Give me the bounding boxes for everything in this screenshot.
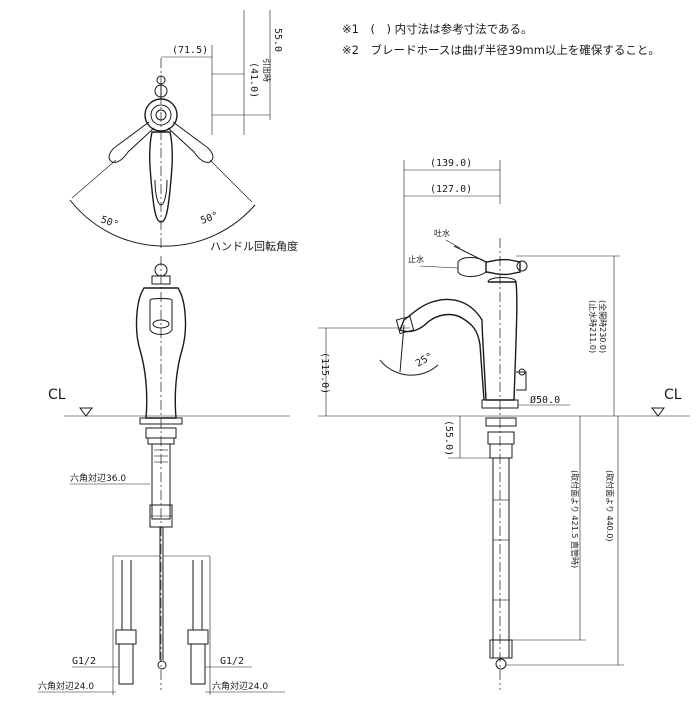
right-cl-mark: CL xyxy=(318,387,690,417)
side-pop-knob xyxy=(518,368,526,376)
side-body-top xyxy=(487,277,517,283)
body-base xyxy=(139,417,183,425)
angle-right-label: 50° xyxy=(199,210,220,227)
side-hose xyxy=(492,457,510,659)
lever-detail xyxy=(154,179,168,206)
right-cl-label: CL xyxy=(664,387,682,403)
label-shisui: 止水 xyxy=(408,254,424,264)
hex-left-label: 六角対辺24.0 xyxy=(38,680,94,692)
side-hose-end xyxy=(495,658,507,670)
left-top-view: 50° 50° ハンドル回転角度 (71.5) (41.0) 55.0 引出時 xyxy=(69,10,298,253)
handle-ring-inner xyxy=(150,104,172,126)
g-right-label: G1/2 xyxy=(220,656,244,667)
dim-top-label: 55.0 xyxy=(272,28,283,52)
side-pop-lever xyxy=(516,371,527,391)
fitting-left xyxy=(118,643,134,685)
side-handle-knob xyxy=(516,260,528,272)
left-cl-label: CL xyxy=(48,387,66,403)
label-toshui: 吐水 xyxy=(434,228,450,238)
fitting-right xyxy=(190,643,206,685)
side-base xyxy=(481,399,519,409)
dim-55-label: (55.0) xyxy=(443,420,454,456)
angle-25-label: 25° xyxy=(414,351,435,370)
right-cl-triangle xyxy=(651,407,665,417)
spout-tip xyxy=(395,315,415,335)
side-mount-plate xyxy=(485,417,517,427)
side-handle-lever xyxy=(457,257,487,277)
dim-4215-label: (取付面より 421.5 直管時) xyxy=(570,470,580,568)
dim-440-label: (取付面より 440.0) xyxy=(605,470,615,542)
dim-127-label: (127.0) xyxy=(430,184,472,195)
angle-arc xyxy=(379,359,439,376)
side-body xyxy=(399,281,518,401)
dim-50-label: Ø50.0 xyxy=(530,394,560,406)
side-handle-rotated xyxy=(453,245,487,263)
rotation-arc xyxy=(69,199,256,247)
shisui-leader xyxy=(419,265,459,269)
dim-115-label: (115.0) xyxy=(319,352,330,394)
shank xyxy=(151,443,171,520)
left-cl-triangle xyxy=(79,407,93,417)
dim-height-label: (41.0) xyxy=(248,62,259,98)
dim-139-label: (139.0) xyxy=(430,158,472,169)
note-2: ※2 ブレードホースは曲げ半径39mm以上を確保すること。 xyxy=(342,43,660,57)
rotation-caption: ハンドル回転角度 xyxy=(210,239,298,253)
dim-offset-label: (71.5) xyxy=(172,45,208,56)
side-mount-nut xyxy=(487,431,515,445)
hex-main-label: 六角対辺36.0 xyxy=(70,472,126,484)
side-hose-nut xyxy=(489,639,513,659)
spout-outlet xyxy=(152,319,170,329)
hex-nut-right xyxy=(187,629,209,645)
note-1: ※1 ( ) 内寸法は参考寸法である。 xyxy=(342,22,532,36)
hex-right-label: 六角対辺24.0 xyxy=(212,680,268,692)
center-pipe-end xyxy=(157,660,167,670)
side-handle-hub xyxy=(485,258,521,276)
side-mount-washer xyxy=(489,443,513,459)
dim-211-label: (止水時211.0) xyxy=(588,300,598,353)
left-front-view: 六角対辺36.0 G1/2 G1/2 六角対辺24.0 六角対辺24.0 xyxy=(38,256,285,695)
handle-ring-core xyxy=(155,109,167,121)
left-cl-mark: CL xyxy=(48,387,290,417)
lever-body xyxy=(149,131,173,223)
g-left-label: G1/2 xyxy=(72,656,96,667)
spout-front xyxy=(149,298,173,335)
right-side-view: (139.0) (127.0) 吐水 止水 Ø50.0 25° (115.0) xyxy=(318,158,624,690)
front-knob-base xyxy=(151,275,171,285)
dim-230-label: (全開時230.0) xyxy=(598,300,608,353)
hex-nut-left xyxy=(115,629,137,645)
dim-top-caption: 引出時 xyxy=(262,58,272,82)
lever-rotated-left xyxy=(108,121,155,163)
arc-ray-left xyxy=(71,159,117,199)
arc-ray-right xyxy=(209,159,253,203)
angle-ray xyxy=(399,324,405,373)
toshui-leader xyxy=(445,239,461,249)
lever-rotated-right xyxy=(167,121,214,163)
